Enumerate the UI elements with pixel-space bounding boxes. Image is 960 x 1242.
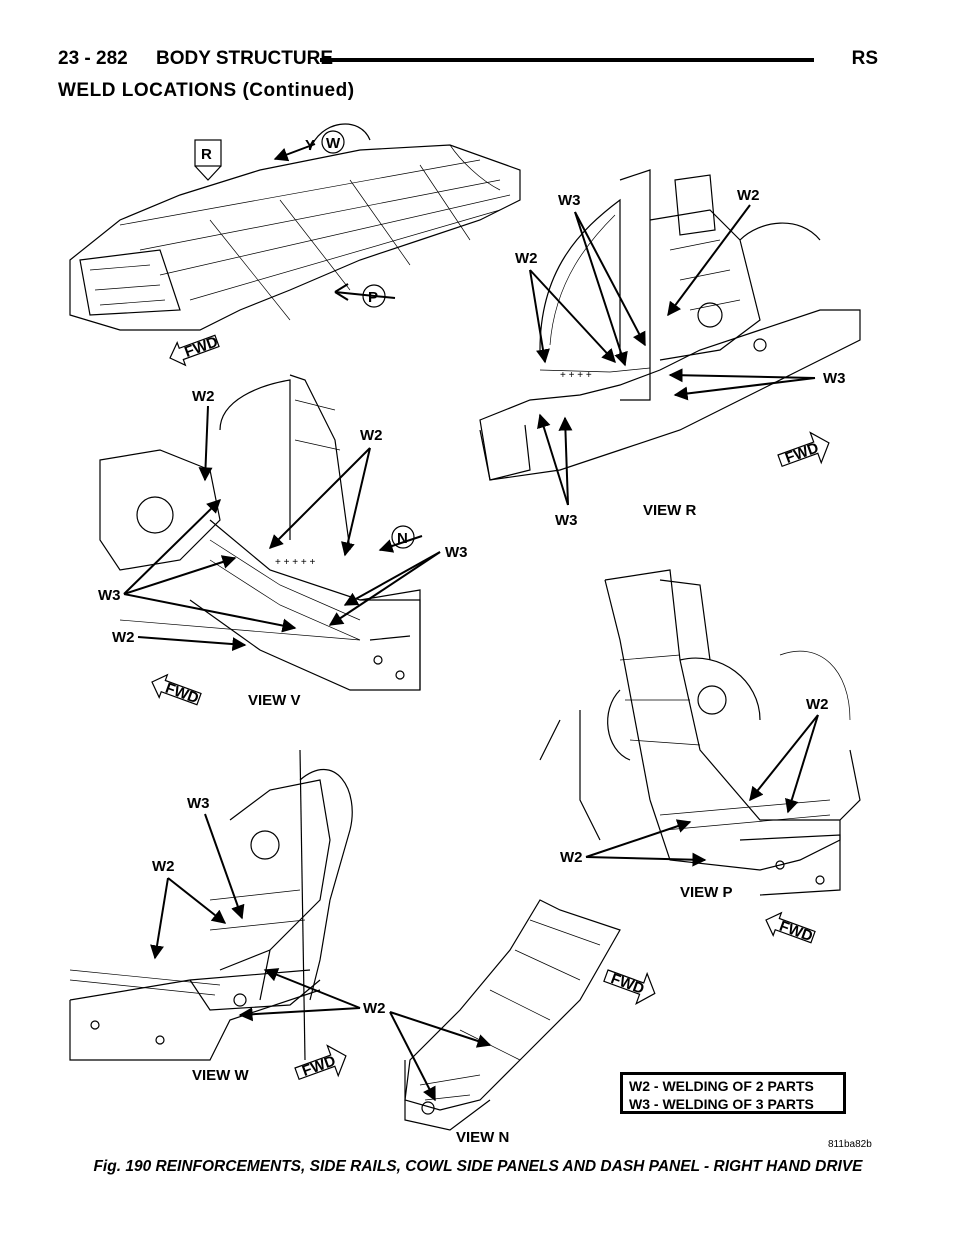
svg-text:P: P xyxy=(368,289,378,306)
svg-text:Y: Y xyxy=(305,137,315,154)
weld-label-w2-view-p-left: W2 xyxy=(560,849,583,866)
subheading: WELD LOCATIONS (Continued) xyxy=(58,80,355,101)
weld-leader-lines-view-v xyxy=(123,405,441,652)
svg-text:FWD: FWD xyxy=(609,970,647,998)
weld-label-w3-view-w: W3 xyxy=(187,795,210,812)
weld-locations-figure: R Y W P FWD + + + + W3 W2 W2 W3 W3 xyxy=(60,100,900,1160)
weld-locations-illustration: R Y W P FWD + + + + W3 W2 W2 W3 W3 xyxy=(69,123,872,1150)
fwd-arrow-view-n: FWD xyxy=(603,969,656,1005)
weld-label-w2-view-v-top: W2 xyxy=(192,388,215,405)
svg-text:FWD: FWD xyxy=(300,1052,338,1080)
weld-label-w2-view-r-top: W2 xyxy=(737,187,760,204)
fwd-arrow-view-r: FWD xyxy=(777,431,830,468)
svg-text:FWD: FWD xyxy=(182,333,220,361)
page-header: 23 - 282 BODY STRUCTURE RS xyxy=(58,44,878,74)
view-n-drawing xyxy=(404,899,621,1131)
view-r-drawing: + + + + xyxy=(479,169,861,481)
underbody-overview-drawing xyxy=(69,123,521,331)
view-v-drawing: + + + + + xyxy=(99,374,421,691)
weld-label-w3-view-r-top: W3 xyxy=(558,192,581,209)
weld-label-w2-view-p-right: W2 xyxy=(806,696,829,713)
weld-leader-lines-view-w xyxy=(150,813,361,1022)
weld-leader-lines-view-r xyxy=(529,204,816,506)
legend-w3: W3 - WELDING OF 3 PARTS xyxy=(629,1096,814,1112)
view-label-r: VIEW R xyxy=(643,502,697,519)
svg-text:FWD: FWD xyxy=(163,680,201,708)
svg-text:FWD: FWD xyxy=(777,918,815,946)
section-title: BODY STRUCTURE xyxy=(156,48,333,69)
svg-text:R: R xyxy=(201,146,212,163)
weld-legend: W2 - WELDING OF 2 PARTS W3 - WELDING OF … xyxy=(620,1072,846,1114)
view-marker-p: P xyxy=(334,283,396,308)
fwd-arrow-view-v: FWD xyxy=(151,673,202,708)
weld-label-w3-view-r-right: W3 xyxy=(823,370,846,387)
weld-label-w2-view-v-left: W2 xyxy=(112,629,135,646)
view-label-p: VIEW P xyxy=(680,884,733,901)
fwd-arrow-view-w: FWD xyxy=(294,1044,347,1081)
weld-label-w3-view-r-bottom: W3 xyxy=(555,512,578,529)
art-id: 811ba82b xyxy=(828,1139,872,1150)
view-w-drawing xyxy=(69,749,353,1061)
svg-text:+ + + + +: + + + + + xyxy=(275,557,315,568)
view-label-v: VIEW V xyxy=(248,692,301,709)
weld-leader-lines-view-n xyxy=(389,1011,492,1102)
svg-text:FWD: FWD xyxy=(783,439,821,467)
view-marker-r: R xyxy=(194,139,222,181)
svg-text:W: W xyxy=(326,135,341,152)
weld-label-w3-view-v-right: W3 xyxy=(445,544,468,561)
view-marker-y-w: Y W xyxy=(273,130,345,162)
fwd-arrow-view-p: FWD xyxy=(765,911,816,946)
page-number: 23 - 282 xyxy=(58,48,128,69)
view-label-w: VIEW W xyxy=(192,1067,250,1084)
view-marker-n: N xyxy=(378,525,423,553)
weld-label-w2-view-w-left: W2 xyxy=(152,858,175,875)
svg-text:N: N xyxy=(397,530,408,547)
figure-caption: Fig. 190 REINFORCEMENTS, SIDE RAILS, COW… xyxy=(93,1158,863,1175)
view-label-n: VIEW N xyxy=(456,1129,509,1146)
weld-label-w2-view-v-right: W2 xyxy=(360,427,383,444)
weld-label-w2-view-w-right: W2 xyxy=(363,1000,386,1017)
weld-label-w3-view-v-left: W3 xyxy=(98,587,121,604)
vehicle-code: RS xyxy=(851,48,878,69)
view-p-drawing xyxy=(539,569,861,896)
header-rule xyxy=(320,58,814,62)
fwd-arrow-overview: FWD xyxy=(169,333,220,367)
legend-w2: W2 - WELDING OF 2 PARTS xyxy=(629,1078,814,1094)
svg-text:+ + + +: + + + + xyxy=(560,370,592,381)
weld-label-w2-view-r-left: W2 xyxy=(515,250,538,267)
weld-leader-lines-view-p xyxy=(585,714,819,867)
